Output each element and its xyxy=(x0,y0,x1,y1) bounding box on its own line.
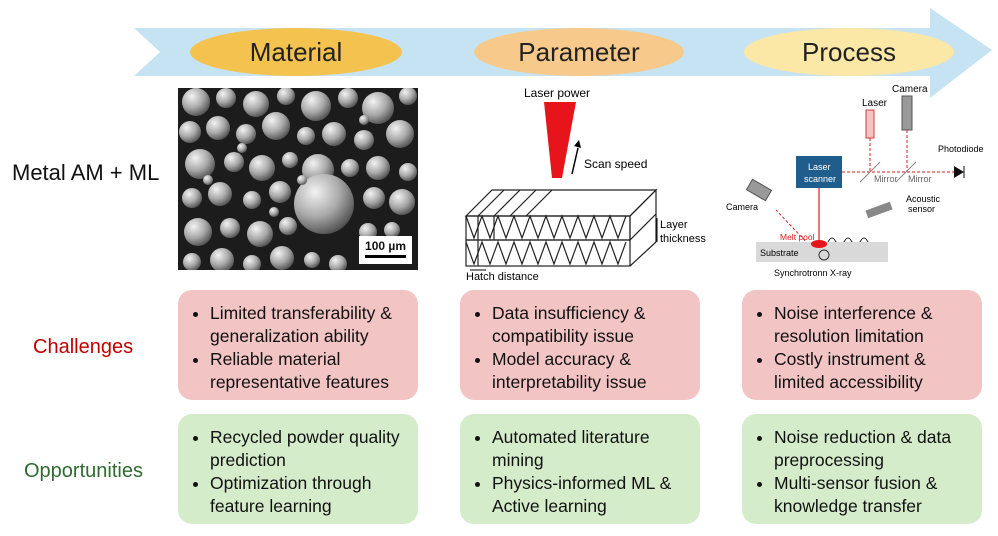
parameter-diagram: Laser power Scan speed Layer thickness H… xyxy=(464,86,706,282)
process-diagram: Camera Laser Mirror Mirror Photodiode La… xyxy=(726,84,984,278)
acoustic-label-1: Acoustic xyxy=(906,194,941,204)
substrate xyxy=(756,242,888,262)
substrate-label: Substrate xyxy=(760,248,799,258)
laser-power-label: Laser power xyxy=(524,86,590,100)
scale-bar-label: 100 µm xyxy=(365,239,406,253)
opportunity-item: Automated literature mining xyxy=(492,426,688,472)
stage-material-label: Material xyxy=(249,36,343,67)
metal-am-ml-label: Metal AM + ML xyxy=(12,160,160,185)
opportunities-process-box: Noise reduction & data preprocessing Mul… xyxy=(742,414,982,524)
photodiode-icon xyxy=(954,166,964,178)
challenges-material-box: Limited transferability & generalization… xyxy=(178,290,418,400)
laser-source xyxy=(865,109,875,139)
scan-speed-label: Scan speed xyxy=(584,157,647,171)
challenge-item: Noise interference & resolution limitati… xyxy=(774,302,970,348)
laser-scanner-label-1: Laser xyxy=(808,162,831,172)
thickness-label: thickness xyxy=(660,233,706,245)
laser-scanner-label-2: scanner xyxy=(804,174,836,184)
stage-parameter-label: Parameter xyxy=(518,36,640,67)
layer-label: Layer xyxy=(660,219,688,231)
challenge-item: Reliable material representative feature… xyxy=(210,348,406,394)
laser-label: Laser xyxy=(862,98,888,109)
camera-left xyxy=(745,178,773,202)
opportunity-item: Physics-informed ML & Active learning xyxy=(492,472,688,518)
opportunities-parameter-box: Automated literature mining Physics-info… xyxy=(460,414,700,524)
camera-top xyxy=(901,95,913,131)
camera-top-label: Camera xyxy=(892,84,928,95)
layer-blocks xyxy=(464,188,658,267)
mirror-label-1: Mirror xyxy=(874,174,898,184)
melt-pool xyxy=(811,240,827,248)
melt-pool-label: Melt pool xyxy=(780,232,815,242)
challenge-item: Costly instrument & limited accessibilit… xyxy=(774,348,970,394)
laser-beam xyxy=(544,102,576,178)
challenges-parameter-box: Data insufficiency & compatibility issue… xyxy=(460,290,700,400)
camera-left-label: Camera xyxy=(726,202,758,212)
challenges-label: Challenges xyxy=(33,336,134,358)
opportunity-item: Noise reduction & data preprocessing xyxy=(774,426,970,472)
stage-process: Process xyxy=(744,28,954,76)
photodiode-label: Photodiode xyxy=(938,144,984,154)
acoustic-label-2: sensor xyxy=(908,204,935,214)
opportunity-item: Optimization through feature learning xyxy=(210,472,406,518)
opportunities-material-box: Recycled powder quality prediction Optim… xyxy=(178,414,418,524)
challenge-item: Limited transferability & generalization… xyxy=(210,302,406,348)
acoustic-sensor xyxy=(865,201,893,219)
laser-scanner-box xyxy=(796,156,842,188)
scale-bar: 100 µm xyxy=(359,236,412,264)
hatch-distance-label: Hatch distance xyxy=(466,271,539,282)
radiation-icon xyxy=(818,249,830,261)
opportunities-label: Opportunities xyxy=(24,460,143,482)
mirror-label-2: Mirror xyxy=(908,174,932,184)
powder-sem-image: 100 µm xyxy=(178,88,418,270)
opportunity-item: Multi-sensor fusion & knowledge transfer xyxy=(774,472,970,518)
stage-process-label: Process xyxy=(802,36,896,67)
stage-parameter: Parameter xyxy=(474,28,684,76)
opportunity-item: Recycled powder quality prediction xyxy=(210,426,406,472)
synchrotron-label: Synchrotronn X-ray xyxy=(774,268,852,278)
challenge-item: Data insufficiency & compatibility issue xyxy=(492,302,688,348)
stage-material: Material xyxy=(190,28,402,76)
challenge-item: Model accuracy & interpretability issue xyxy=(492,348,688,394)
challenges-process-box: Noise interference & resolution limitati… xyxy=(742,290,982,400)
